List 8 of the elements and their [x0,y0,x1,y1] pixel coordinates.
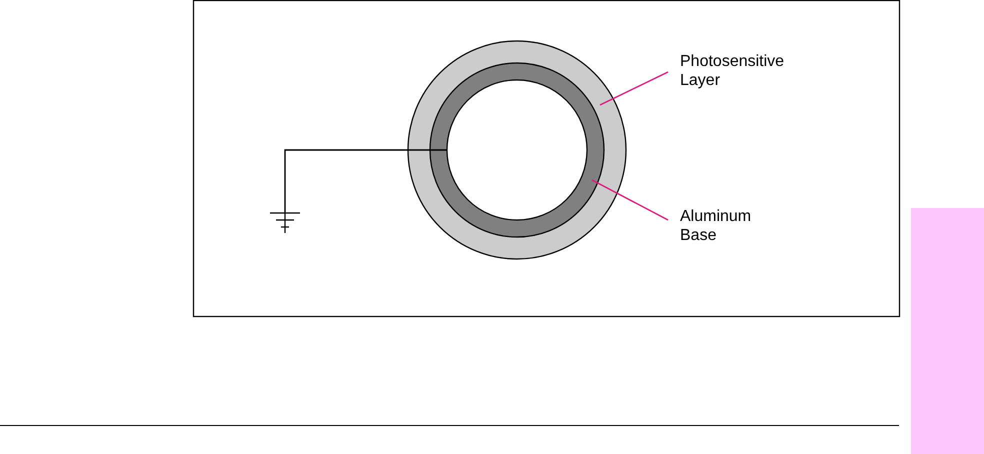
part-label: Photosensitive Layer [680,52,790,90]
part-label: Aluminum Base [680,207,790,245]
aluminum-base [429,62,605,238]
leader-line [600,71,668,106]
leader-line [592,179,668,221]
ground-wire [284,149,447,212]
ground-symbol [270,212,300,233]
photosensitive-layer [407,40,627,260]
